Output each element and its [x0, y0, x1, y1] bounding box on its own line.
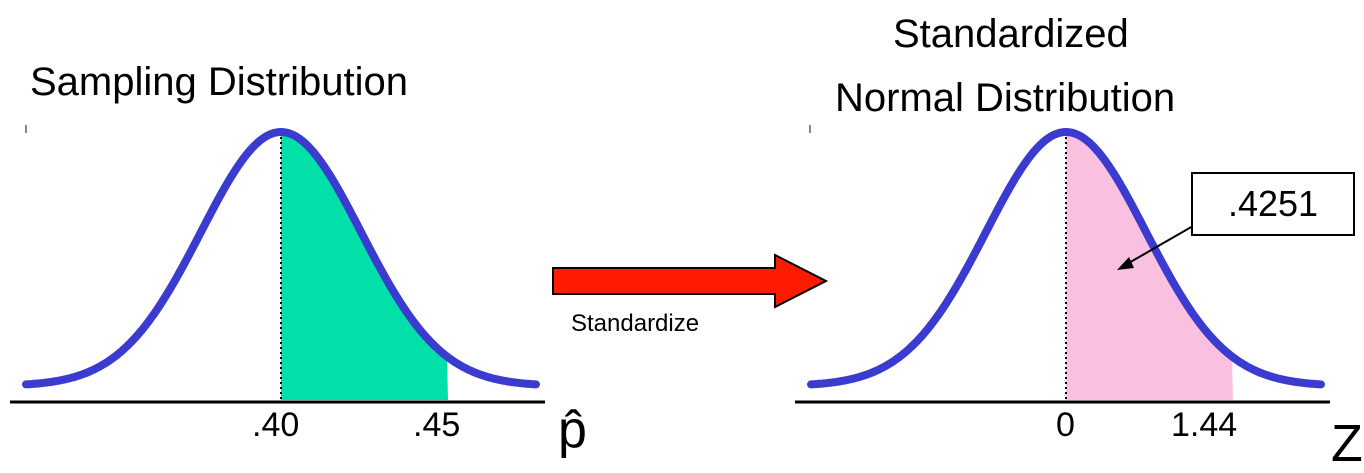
area-value: .4251: [1227, 183, 1319, 224]
standardize-label: Standardize: [571, 310, 700, 337]
right-panel-title-line1: Standardized: [893, 12, 1129, 56]
right-normal-curve: [807, 128, 1325, 389]
right-tick-upper: 1.44: [1171, 406, 1238, 444]
area-callout-box: .4251: [1191, 172, 1355, 236]
right-tick-mean: 0: [1056, 406, 1075, 444]
standardize-arrow: [552, 253, 829, 309]
left-tick-upper: .45: [413, 406, 461, 444]
right-axis-variable: Z: [1331, 415, 1363, 473]
right-panel-title-line2: Normal Distribution: [835, 76, 1176, 120]
right-shaded-area: [1066, 132, 1233, 400]
callout-pointer-line: [1126, 225, 1194, 265]
left-tick-mean: .40: [252, 406, 300, 444]
callout-pointer-head: [1117, 257, 1134, 270]
left-normal-curve: [22, 128, 540, 389]
left-panel-title: Sampling Distribution: [30, 60, 408, 104]
left-shaded-area: [281, 132, 448, 400]
left-axis-variable: p̂: [558, 401, 587, 459]
